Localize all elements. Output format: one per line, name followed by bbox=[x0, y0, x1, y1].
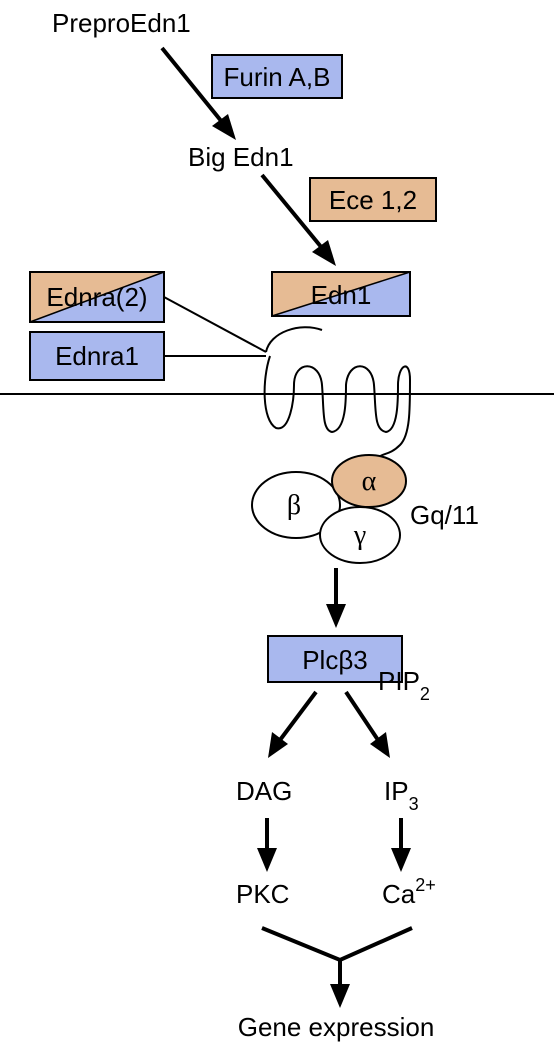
ednra1-label: Ednra1 bbox=[55, 341, 139, 371]
furin-label: Furin A,B bbox=[224, 62, 331, 92]
ednra2-box bbox=[29, 271, 165, 323]
dag-label: DAG bbox=[236, 776, 292, 806]
ednra2-connector bbox=[163, 296, 267, 353]
furin-box bbox=[211, 54, 343, 99]
ece-label: Ece 1,2 bbox=[329, 185, 417, 215]
pkc-label: PKC bbox=[236, 879, 289, 909]
edn1-label: Edn1 bbox=[311, 280, 372, 310]
arrowhead-dag-to-pkc bbox=[257, 848, 277, 872]
ip3-label: IP3 bbox=[384, 776, 419, 814]
arrow-big-to-edn1 bbox=[260, 173, 324, 250]
arrowhead-ip3-to-ca bbox=[391, 848, 411, 872]
convergence-lines bbox=[261, 926, 413, 963]
arrowhead-g-to-plc bbox=[326, 604, 346, 628]
gamma-label: γ bbox=[353, 520, 366, 551]
arrowhead-plc-to-ip3 bbox=[370, 732, 390, 758]
arrowhead-big-to-edn1 bbox=[312, 240, 336, 266]
arrow-prepro-to-big bbox=[160, 46, 224, 124]
gene-expression-label: Gene expression bbox=[238, 1012, 435, 1042]
ece-box bbox=[309, 177, 437, 222]
edn1-box bbox=[271, 271, 411, 317]
g-beta-subunit bbox=[251, 471, 341, 539]
big-edn1-label: Big Edn1 bbox=[188, 142, 294, 172]
ednra2-label: Ednra(2) bbox=[46, 282, 147, 312]
arrowhead-prepro-to-big bbox=[212, 114, 236, 140]
arrowhead-plc-to-dag bbox=[268, 732, 288, 758]
arrow-plc-to-dag bbox=[278, 690, 318, 742]
prepro-edn1-label: PreproEdn1 bbox=[52, 8, 191, 38]
g-alpha-subunit bbox=[331, 454, 407, 508]
plcb3-label: Plcβ3 bbox=[302, 645, 368, 675]
beta-label: β bbox=[287, 490, 301, 521]
receptor-7tm bbox=[263, 326, 412, 461]
arrow-plc-to-ip3 bbox=[344, 690, 380, 742]
ednra1-box bbox=[29, 331, 165, 381]
arrowhead-to-gene-expression bbox=[330, 984, 350, 1008]
ca-label: Ca2+ bbox=[382, 875, 436, 909]
plcb3-box bbox=[267, 635, 403, 683]
alpha-label: α bbox=[362, 466, 377, 497]
pip2-label: PIP2 bbox=[378, 666, 430, 704]
gq11-label: Gq/11 bbox=[410, 500, 479, 530]
